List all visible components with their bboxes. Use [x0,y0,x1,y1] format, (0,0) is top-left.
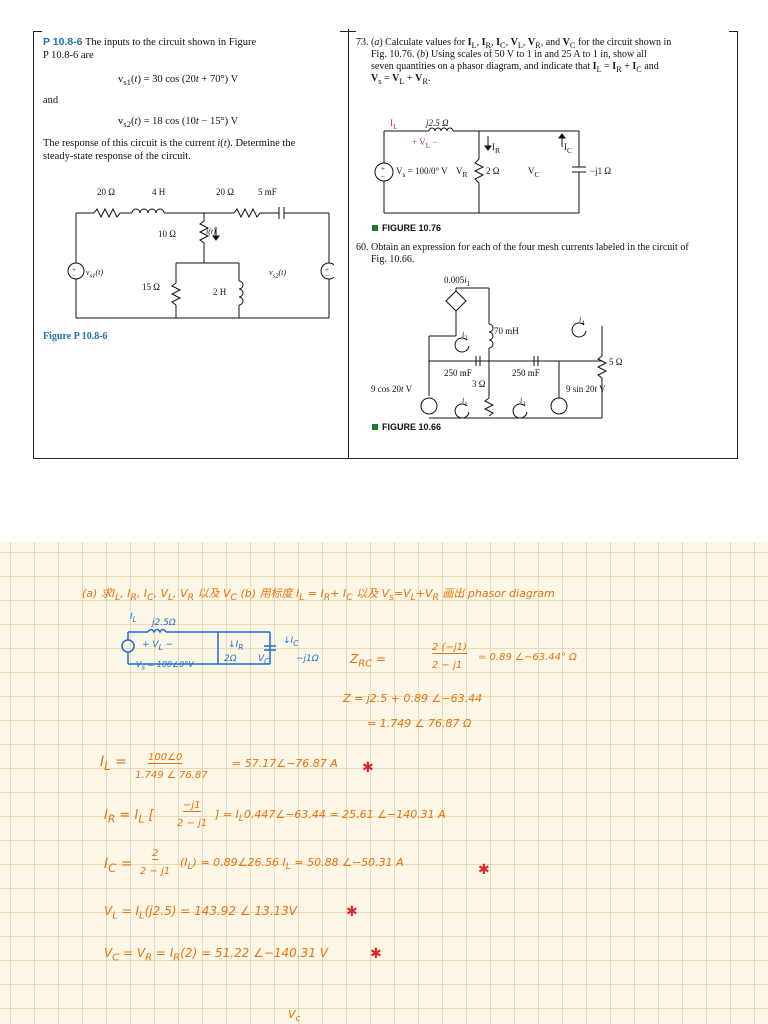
svg-text:−: − [72,272,76,280]
label-src1-fig66: 9 cos 20t V [371,384,413,394]
label-r2: 20 Ω [216,187,234,197]
il-label: IL = [100,754,127,773]
label-mesh-i4: i4 [579,315,585,327]
problem-line-3: The response of this circuit is the curr… [43,138,296,149]
z-total-result: = 1.749 ∠ 76.87 Ω [367,717,472,730]
svg-text:−: − [381,173,385,181]
il-numerator: 100∠0 [148,752,183,764]
star-mark-ic: ✱ [478,862,490,878]
vc-line: VC = VR = IR(2) = 51.22 ∠−140.31 V [104,946,328,964]
p73-line-4: Vs = VL + VR. [371,73,431,86]
svg-text:−: − [325,272,329,280]
label-r3-fig66: 3 Ω [472,379,486,389]
ir-label: IR = IL [ [104,808,154,826]
ir-denominator: 2 − j1 [177,818,208,829]
label-l1: 4 H [152,187,166,197]
p73-line-2: Fig. 10.76. (b) Using scales of 50 V to … [371,49,647,60]
label-vs1: vs1(t) [86,268,104,280]
star-mark-il: ✱ [362,760,374,776]
label-zc-fig76: −j1 Ω [590,166,612,176]
label-c1: 5 mF [258,187,277,197]
label-current: i(t) [206,227,216,236]
sketch-ic: ↓IC [283,636,299,648]
label-r4: 15 Ω [142,282,160,292]
label-dependent-source: 0.005i1 [444,275,471,288]
circuit-fig-10-76: + − [374,127,586,214]
label-c-250mf-1: 250 mF [444,368,472,378]
p73-line-1: 73. (a) Calculate values for IL, IR, IC,… [356,37,672,50]
label-r1: 20 Ω [97,187,115,197]
star-mark-vl: ✱ [346,904,358,920]
label-mesh-i1: i1 [462,396,468,408]
label-mesh-i2: i2 [462,330,468,342]
svg-text:+: + [325,266,329,274]
left-problem-heading: P 10.8-6 The inputs to the circuit shown… [43,36,256,49]
vl-line: VL = IL(j2.5) = 143.92 ∠ 13.13V [104,904,298,922]
equation-vs1: vs1(t) = 30 cos (20t + 70°) V [118,74,239,88]
handwritten-circuit-sketch [121,628,276,665]
ic-label: IC = [104,856,133,875]
label-ir-fig76: IR [492,142,501,155]
problem-line-2: P 10.8-6 are [43,50,94,61]
label-vl-fig76: + VL − [412,137,438,150]
problem-sheet: P 10.8-6 The inputs to the circuit shown… [33,29,738,459]
z-total-line: Z = j2.5 + 0.89 ∠−63.44 [343,692,483,705]
sketch-vl: + VL − [142,640,174,652]
sketch-r: 2Ω [224,654,237,664]
zrc-numerator: 2 (−j1) [432,642,467,654]
p60-line-1: 60. Obtain an expression for each of the… [356,242,689,253]
sketch-ir: ↓IR [228,640,244,652]
zrc-denominator: 2 − j1 [432,660,463,671]
zrc-result: = 0.89 ∠−63.44° Ω [478,652,577,663]
il-result: = 57.17∠−76.87 A [232,757,338,770]
bottom-vc-mark: Vc [288,1008,301,1024]
label-r3: 10 Ω [158,229,176,239]
figure-caption-10-66: FIGURE 10.66 [372,422,441,432]
ic-numerator: 2 [152,848,159,860]
equation-vs2: vs2(t) = 18 cos (10t − 15°) V [118,116,239,130]
label-l2: 2 H [213,287,227,297]
label-vr-fig76: VR [456,166,468,179]
zrc-label: ZRC = [350,652,387,670]
solution-header: (a) 求IL, IR, IC, VL, VR 以及 VC (b) 用标度 IL… [82,587,555,604]
label-source-fig76: Vs = 100/0° V [396,166,448,179]
label-vs2: vs2(t) [269,268,287,280]
circuit-p10-8-6: + − + − [67,207,334,319]
problem-number: P 10.8-6 [43,36,83,48]
label-r-fig76: 2 Ω [486,166,500,176]
star-mark-vc: ✱ [370,946,382,962]
problem-line-1: The inputs to the circuit shown in Figur… [84,37,257,48]
ir-result: ] = IL0.447∠−63.44 = 25.61 ∠−140.31 A [215,808,446,825]
label-ic-fig76: IC [564,142,573,155]
p73-line-3: seven quantities on a phasor diagram, an… [371,61,659,74]
p60-line-2: Fig. 10.66. [371,254,415,265]
label-r5: 5 Ω [609,357,623,367]
svg-text:+: + [72,266,76,274]
column-divider [348,29,349,458]
sketch-il: IL [130,612,137,624]
svg-text:+: + [381,165,385,173]
sketch-source: Vs = 100∠0°V [136,660,194,672]
problem-line-4: steady-state response of the circuit. [43,151,191,162]
sketch-zl: j2.5Ω [152,618,176,628]
label-c-250mf-2: 250 mF [512,368,540,378]
il-denominator: 1.749 ∠ 76.87 [135,770,208,781]
ic-result: (IL) = 0.89∠26.56 IL = 50.88 ∠−50.31 A [180,856,404,873]
label-zl-fig76: j2.5 Ω [426,118,449,128]
sketch-zc: −j1Ω [296,654,319,664]
figure-caption-10-76: FIGURE 10.76 [372,223,441,233]
ir-numerator: −j1 [183,800,201,812]
circuit-fig-10-66 [420,287,608,419]
label-inductor-70mh: 70 mH [494,326,519,336]
label-il-fig76: IL [390,118,398,131]
handwritten-solution: (a) 求IL, IR, IC, VL, VR 以及 VC (b) 用标度 IL… [0,542,768,1024]
label-mesh-i3: i3 [520,396,526,408]
and-text: and [43,95,59,106]
figure-label-left: Figure P 10.8-6 [43,331,108,342]
label-src2-fig66: 9 sin 20t V [566,384,606,394]
sketch-vc: VC [258,654,270,666]
ic-denominator: 2 − j1 [140,866,171,877]
label-vc-fig76: VC [528,166,540,179]
